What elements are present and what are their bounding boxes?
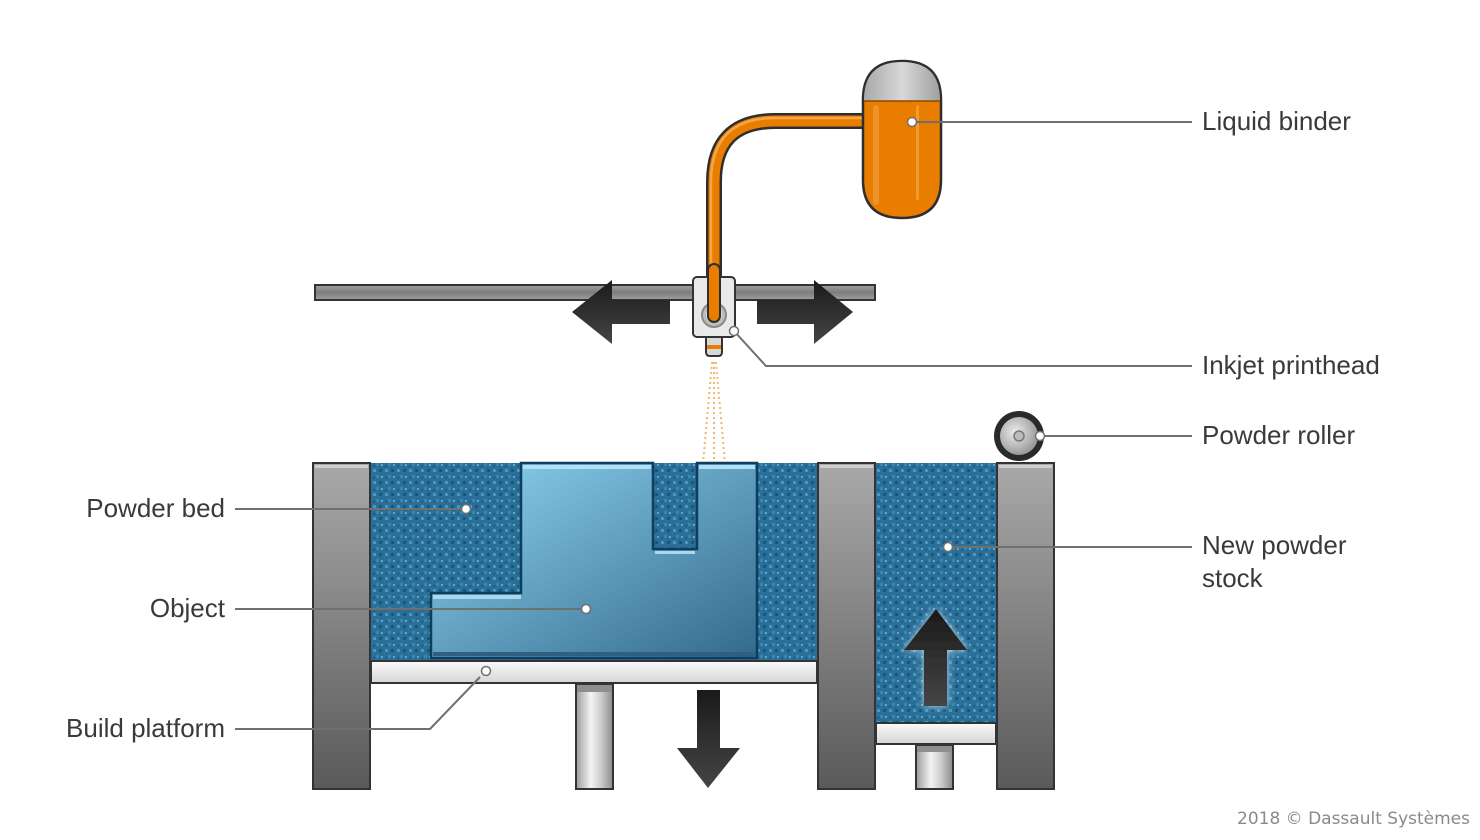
spray-dot bbox=[713, 437, 715, 439]
label-inkjet-printhead: Inkjet printhead bbox=[1202, 350, 1380, 380]
spray-dot bbox=[716, 382, 719, 384]
label-powder-roller: Powder roller bbox=[1202, 420, 1356, 450]
right-wall bbox=[996, 462, 1055, 790]
label-new-powder-stock-line2: stock bbox=[1202, 563, 1264, 593]
spray-dot bbox=[721, 432, 724, 434]
inkjet-printhead bbox=[692, 263, 736, 357]
label-powder-bed: Powder bed bbox=[86, 493, 225, 523]
spray-dot bbox=[713, 392, 715, 394]
spray-dot bbox=[717, 392, 720, 394]
spray-dot bbox=[703, 447, 706, 449]
spray-dot bbox=[710, 367, 713, 369]
spray-dot bbox=[713, 377, 715, 379]
spray-dot bbox=[713, 417, 715, 419]
arrow-left-icon bbox=[572, 280, 670, 344]
spray-dot bbox=[713, 372, 715, 374]
spray-dot bbox=[720, 427, 723, 429]
arrow-right-icon bbox=[757, 280, 853, 344]
label-build-platform: Build platform bbox=[66, 713, 225, 743]
spray-dot bbox=[713, 452, 715, 454]
spray-dot bbox=[713, 397, 715, 399]
spray-dot bbox=[722, 447, 725, 449]
spray-dot bbox=[707, 397, 710, 399]
spray-dot bbox=[715, 372, 718, 374]
stock-platform bbox=[875, 722, 997, 745]
spray-dot bbox=[713, 367, 715, 369]
spray-dot bbox=[721, 437, 724, 439]
spray-dot bbox=[722, 442, 725, 444]
spray-dot bbox=[723, 457, 726, 459]
spray-dot bbox=[706, 417, 708, 419]
spray-dot bbox=[704, 437, 707, 439]
leader-object bbox=[235, 603, 592, 615]
spray-dot bbox=[713, 442, 715, 444]
spray-dot bbox=[719, 412, 722, 414]
spray-dot bbox=[709, 377, 712, 379]
leader-new-powder-stock bbox=[942, 541, 1192, 553]
spray-dot bbox=[713, 382, 715, 384]
spray-dot bbox=[711, 362, 713, 364]
spray-dot bbox=[708, 392, 711, 394]
leader-powder-bed bbox=[235, 503, 472, 515]
spray-dot bbox=[710, 372, 713, 374]
spray-dot bbox=[707, 407, 709, 409]
spray-dot bbox=[713, 412, 715, 414]
spray-dot bbox=[719, 407, 721, 409]
spray-dot bbox=[713, 457, 715, 459]
powder-roller bbox=[994, 411, 1044, 461]
left-wall bbox=[312, 462, 371, 790]
spray-dot bbox=[703, 442, 706, 444]
spray-dot bbox=[706, 412, 709, 414]
spray-dot bbox=[713, 407, 715, 409]
binder-tube bbox=[706, 113, 865, 322]
label-new-powder-stock-line1: New powder bbox=[1202, 530, 1347, 560]
spray-dot bbox=[713, 387, 715, 389]
stock-piston bbox=[915, 744, 954, 790]
spray-dot bbox=[713, 447, 715, 449]
binder-tank bbox=[861, 59, 943, 220]
spray-dot bbox=[713, 427, 715, 429]
binder-spray bbox=[702, 362, 726, 459]
spray-dot bbox=[705, 422, 708, 424]
spray-dot bbox=[713, 422, 715, 424]
spray-dot bbox=[723, 452, 726, 454]
spray-dot bbox=[717, 387, 720, 389]
middle-wall bbox=[817, 462, 876, 790]
spray-dot bbox=[713, 402, 715, 404]
leader-powder-roller bbox=[1034, 430, 1192, 442]
leader-liquid-binder bbox=[906, 116, 1192, 128]
spray-dot bbox=[720, 417, 722, 419]
spray-dot bbox=[718, 402, 721, 404]
spray-dot bbox=[716, 377, 719, 379]
build-platform bbox=[370, 660, 818, 684]
spray-dot bbox=[702, 457, 705, 459]
spray-dot bbox=[704, 432, 707, 434]
copyright-notice: 2018 © Dassault Systèmes bbox=[1237, 809, 1470, 829]
spray-dot bbox=[718, 397, 721, 399]
leader-inkjet-printhead bbox=[728, 325, 1192, 367]
spray-dot bbox=[715, 362, 717, 364]
spray-dot bbox=[708, 387, 711, 389]
spray-dot bbox=[720, 422, 723, 424]
spray-dot bbox=[715, 367, 718, 369]
spray-dot bbox=[702, 452, 705, 454]
arrow-up-icon bbox=[904, 609, 967, 706]
spray-dot bbox=[713, 362, 715, 364]
arrow-down-icon bbox=[677, 690, 740, 788]
spray-dot bbox=[709, 382, 712, 384]
spray-dot bbox=[713, 432, 715, 434]
spray-dot bbox=[705, 427, 708, 429]
build-piston bbox=[575, 683, 614, 790]
spray-dot bbox=[707, 402, 710, 404]
label-liquid-binder: Liquid binder bbox=[1202, 106, 1351, 136]
leader-build-platform bbox=[235, 665, 492, 730]
label-object: Object bbox=[150, 593, 226, 623]
